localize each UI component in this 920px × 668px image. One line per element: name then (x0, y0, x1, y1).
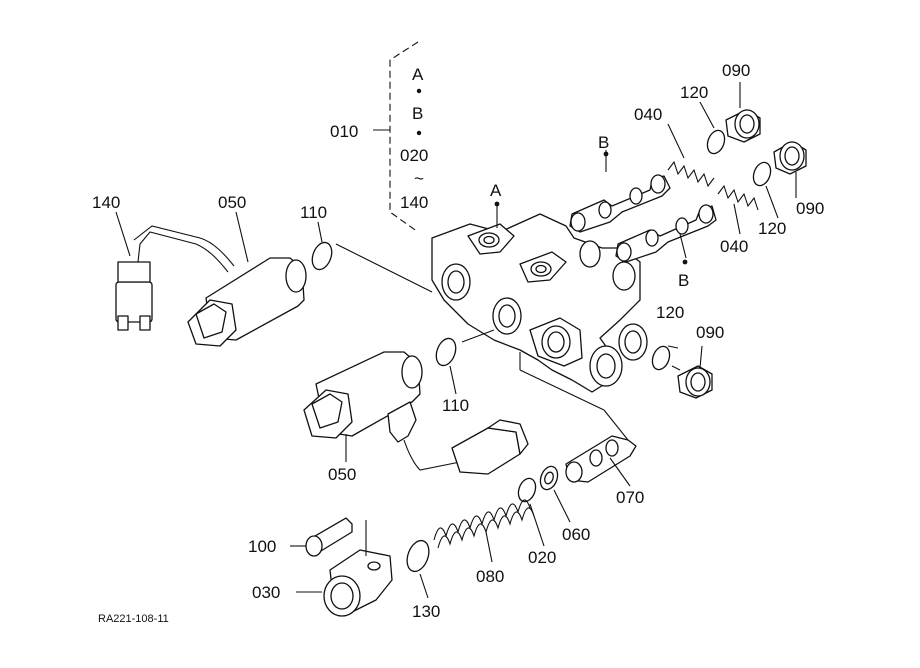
label-bracket-140: 140 (400, 193, 428, 212)
oring-130 (406, 539, 430, 573)
marker-b-top: B (598, 133, 609, 152)
drawing-code: RA221-108-11 (98, 613, 169, 625)
label-070: 070 (616, 488, 644, 507)
solenoid-050-top (187, 257, 307, 347)
label-040-top: 040 (634, 105, 662, 124)
connector-plug (451, 419, 529, 475)
label-080: 080 (476, 567, 504, 586)
ring-020 (517, 477, 537, 503)
oring-110-mid (435, 337, 457, 367)
spool-070 (565, 435, 637, 483)
label-bracket-a: A (412, 65, 424, 84)
label-120-mid: 120 (656, 303, 684, 322)
oring-120-mid (651, 345, 671, 371)
label-130: 130 (412, 602, 440, 621)
plug-090-top (725, 109, 761, 143)
label-120-top: 120 (680, 83, 708, 102)
oring-110-top (311, 241, 333, 271)
label-120-right: 120 (758, 219, 786, 238)
label-bracket-020: 020 (400, 146, 428, 165)
marker-b-mid: B (678, 271, 689, 290)
washer-060 (539, 465, 559, 491)
part-labels: 010 A B 020 ~ 140 A B B 140 050 110 110 … (92, 61, 824, 625)
label-060: 060 (562, 525, 590, 544)
plug-090-right (773, 141, 807, 175)
label-100: 100 (248, 537, 276, 556)
spring-080 (433, 499, 535, 549)
label-090-right: 090 (796, 199, 824, 218)
oring-120-top (706, 129, 726, 155)
spool-b-top (569, 174, 671, 233)
marker-a: A (490, 181, 502, 200)
leader-lines (115, 82, 797, 599)
valve-body (431, 213, 648, 393)
oring-120-right (752, 161, 772, 187)
label-030: 030 (252, 583, 280, 602)
label-090-top: 090 (722, 61, 750, 80)
assembly-lines (335, 243, 681, 556)
plug-090-mid (677, 365, 713, 399)
label-020: 020 (528, 548, 556, 567)
label-bracket-b: B (412, 104, 423, 123)
label-bracket-tilde: ~ (414, 169, 424, 188)
spring-040-right (717, 184, 759, 211)
group-bracket-010 (373, 41, 422, 233)
label-050-top: 050 (218, 193, 246, 212)
label-010: 010 (330, 122, 358, 141)
bolt-100 (305, 517, 353, 557)
label-140: 140 (92, 193, 120, 212)
label-050-bottom: 050 (328, 465, 356, 484)
wire-harness-140 (115, 225, 235, 331)
spring-040-top (667, 160, 715, 188)
cap-030 (323, 549, 393, 617)
spool-b-mid (615, 204, 717, 263)
solenoid-050-bottom (303, 351, 461, 471)
label-110-mid: 110 (442, 396, 469, 415)
label-110-top: 110 (300, 203, 327, 222)
label-090-mid: 090 (696, 323, 724, 342)
label-040-right: 040 (720, 237, 748, 256)
